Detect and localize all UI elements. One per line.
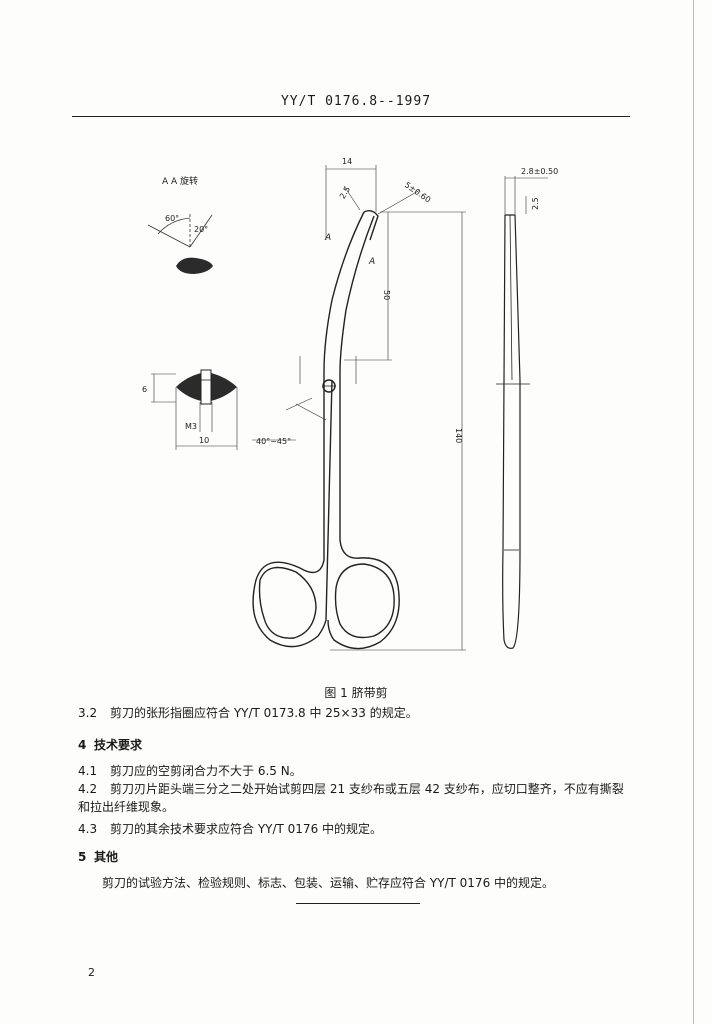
para-4-1: 4.1 剪刀应的空剪闭合力不大于 6.5 N。 [78,764,302,778]
section-marker-a-left: A [324,233,331,243]
clause-text: 剪刀的其余技术要求应符合 YY/T 0176 中的规定。 [110,822,383,836]
dim-2-5: 2.5 [338,185,352,201]
dim-tip-2-5: 2.5 [531,197,540,210]
dim-thickness: 2.8±0.50 [521,167,558,176]
scissors-side [496,214,530,649]
section-label: A A 旋转 [162,175,198,187]
section-title: 其他 [94,850,119,864]
figure-drawing: A A 旋转 60° 20° 6 M3 10 [142,157,558,651]
section-number: 4 [78,738,87,752]
section-a-a: A A 旋转 60° 20° [147,175,213,274]
dim-50: 50 [382,290,391,300]
dim-angle-range: 40°~45° [256,437,291,446]
para-4-2: 4.2 剪刀刃片距头端三分之二处开始试剪四层 21 支纱布或五层 42 支纱布，应… [78,782,624,796]
dim-angle-60: 60° [165,214,179,223]
screw-section: 6 M3 10 [142,369,238,450]
para-5: 剪刀的试验方法、检验规则、标志、包装、运输、贮存应符合 YY/T 0176 中的… [102,876,555,890]
section-title: 技术要求 [94,738,143,752]
clause-number: 4.3 [78,822,98,836]
para-4-3: 4.3 剪刀的其余技术要求应符合 YY/T 0176 中的规定。 [78,822,382,836]
section-marker-a-right: A [368,257,375,267]
dim-10: 10 [199,436,209,445]
clause-text: 剪刀的张形指圈应符合 YY/T 0173.8 中 25×33 的规定。 [110,706,418,720]
dim-angle-20: 20° [194,225,208,234]
clause-text: 剪刀应的空剪闭合力不大于 6.5 N。 [110,764,302,778]
section-4-heading: 4 技术要求 [78,738,142,752]
clause-number: 3.2 [78,706,98,720]
clause-number: 4.1 [78,764,98,778]
dim-m3: M3 [185,422,197,431]
scissors-front [252,209,400,650]
dim-14: 14 [342,157,352,166]
header-rule [72,116,630,117]
para-3-2: 3.2 剪刀的张形指圈应符合 YY/T 0173.8 中 25×33 的规定。 [78,706,418,720]
page-header: YY/T 0176.8--1997 [280,94,432,109]
dim-radius: 5±0.60 [403,180,432,204]
front-dims [252,165,466,651]
para-4-2-cont: 和拉出纤维现象。 [78,800,175,814]
figure-caption: 图 1 脐带剪 [324,686,388,700]
section-5-heading: 5 其他 [78,850,118,864]
dim-140: 140 [454,428,463,443]
clause-number: 4.2 [78,782,98,796]
clause-text: 剪刀刃片距头端三分之二处开始试剪四层 21 支纱布或五层 42 支纱布，应切口整… [110,782,624,796]
page-number: 2 [88,966,95,979]
scan-edge [693,0,694,1024]
end-rule [296,903,420,904]
dim-6: 6 [142,385,147,394]
section-number: 5 [78,850,87,864]
